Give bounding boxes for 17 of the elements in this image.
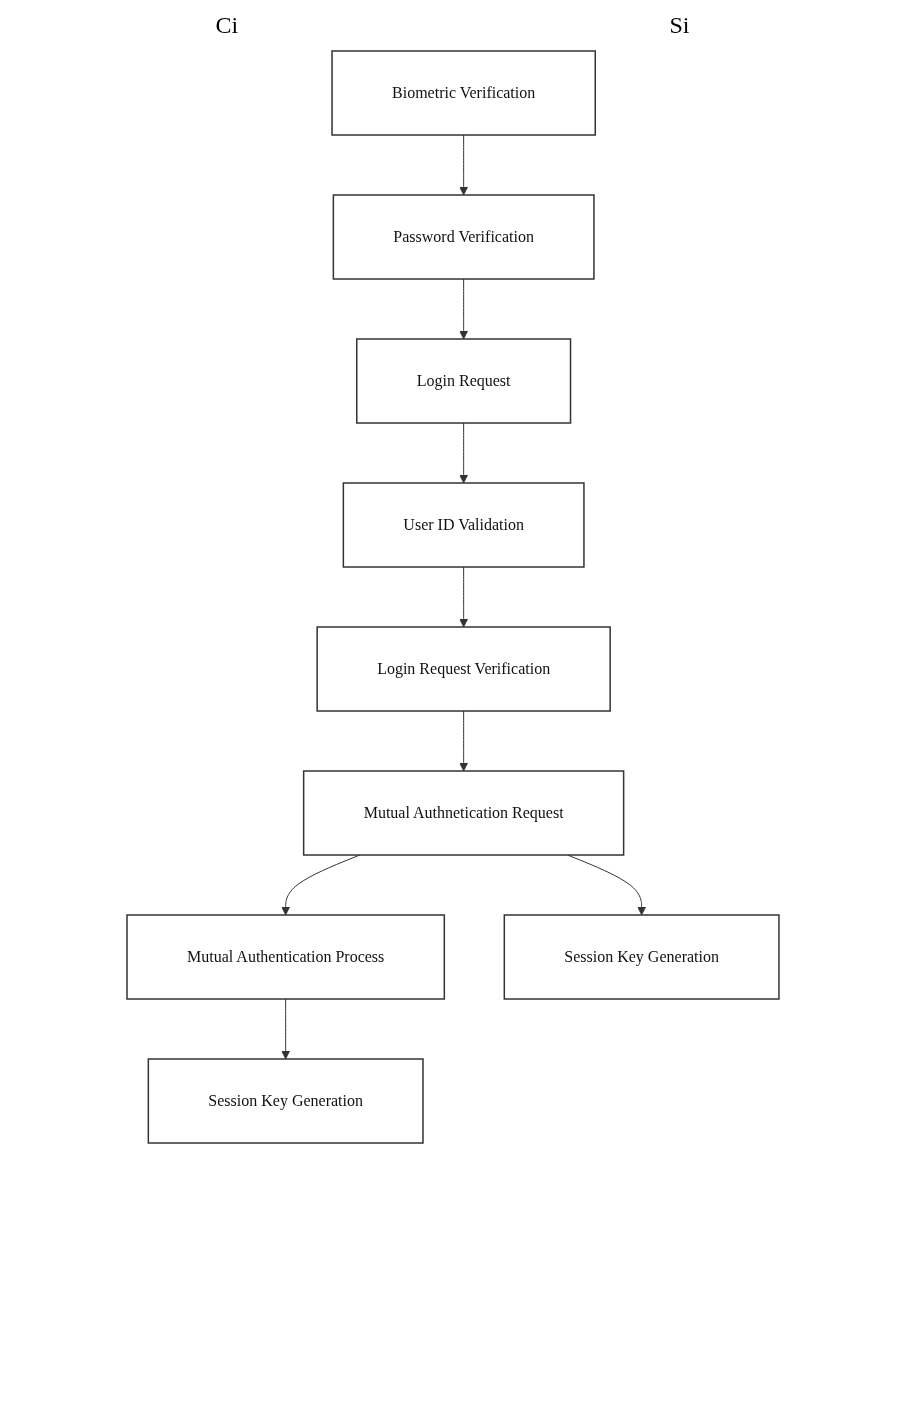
node-box: Session Key Generation: [503, 914, 780, 1000]
arrow: [458, 710, 468, 772]
node-box: Password Verification: [332, 194, 595, 280]
node-box: Mutual Authnetication Request: [302, 770, 624, 856]
column-heading: Si: [669, 12, 690, 39]
arrow: [280, 998, 290, 1060]
node-box: Biometric Verification: [330, 50, 596, 136]
node-box: Login Request: [355, 338, 571, 424]
arrow: [458, 566, 468, 628]
arrow: [458, 278, 468, 340]
node-box: User ID Validation: [342, 482, 585, 568]
node-box: Session Key Generation: [147, 1058, 424, 1144]
arrow: [458, 422, 468, 484]
node-box: Mutual Authentication Process: [125, 914, 445, 1000]
column-heading: Ci: [215, 12, 239, 39]
node-box: Login Request Verification: [315, 626, 611, 712]
arrow: [458, 134, 468, 196]
